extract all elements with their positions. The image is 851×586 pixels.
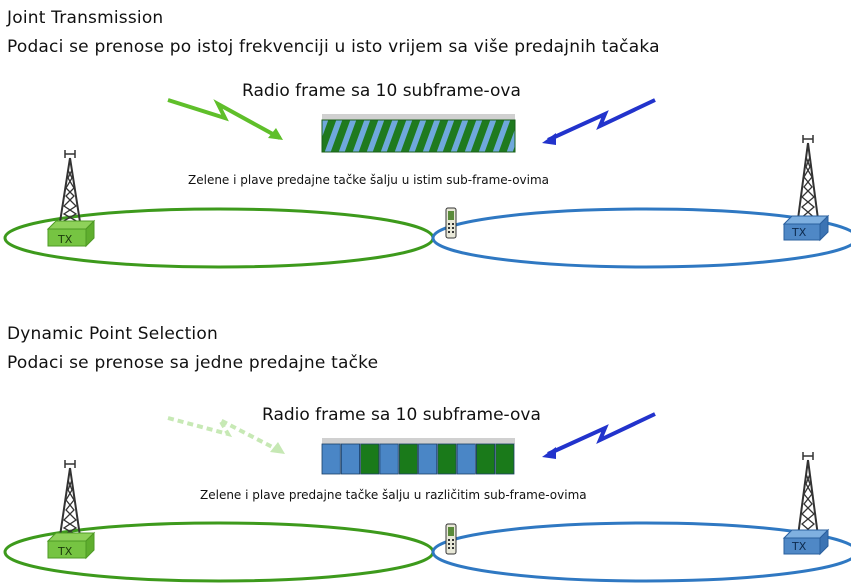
tx-box-green-1: [46, 219, 96, 248]
tx-box-green-2: [46, 531, 96, 560]
subframe-blue: [340, 443, 360, 475]
subframe-blue: [418, 443, 438, 475]
tx-label-right-2: TX: [791, 540, 807, 553]
tower-icon-right-1: [797, 135, 819, 220]
tower-icon-left-1: [59, 150, 81, 223]
subframe-green: [437, 443, 457, 475]
tx-box-blue-2: [782, 528, 830, 556]
section1-note: Zelene i plave predajne tačke šalju u is…: [188, 173, 550, 187]
radio-frame-2: [321, 438, 515, 475]
subframe-green: [475, 443, 496, 475]
section1-frame-caption: Radio frame sa 10 subframe-ova: [242, 81, 521, 101]
subframe-blue: [456, 443, 476, 475]
tower-icon-right-2: [797, 452, 819, 537]
subframe-green: [495, 443, 515, 475]
subframe-blue: [379, 443, 399, 475]
tx-label-left-2: TX: [57, 545, 73, 558]
section2-frame-caption: Radio frame sa 10 subframe-ova: [262, 405, 547, 425]
tx-box-blue-1: [782, 214, 830, 242]
tx-label-right-1: TX: [791, 226, 807, 239]
green-signal-arrow-1: [167, 98, 283, 140]
green-coverage-ellipse-1: [3, 207, 435, 269]
green-coverage-ellipse-2: [3, 521, 435, 583]
tower-icon-left-2: [59, 460, 81, 537]
section1-title: Joint Transmission: [7, 8, 164, 28]
subframe-green: [360, 443, 380, 475]
section2-title: Dynamic Point Selection: [7, 324, 218, 344]
phone-icon-1: [445, 207, 457, 239]
blue-coverage-ellipse-1: [431, 207, 851, 269]
subframe-blue: [321, 443, 341, 475]
phone-icon-2: [445, 523, 457, 555]
radio-frame-1: [321, 114, 516, 153]
blue-coverage-ellipse-2: [431, 521, 851, 583]
blue-signal-arrow-2: [542, 412, 656, 459]
tx-label-left-1: TX: [57, 233, 73, 246]
section2-subtitle: Podaci se prenose sa jedne predajne tačk…: [7, 353, 379, 373]
section2-note: Zelene i plave predajne tačke šalju u ra…: [200, 488, 587, 502]
blue-signal-arrow-1: [542, 98, 656, 145]
subframe-green: [398, 443, 418, 475]
section1-subtitle: Podaci se prenose po istoj frekvenciji u…: [7, 37, 660, 57]
